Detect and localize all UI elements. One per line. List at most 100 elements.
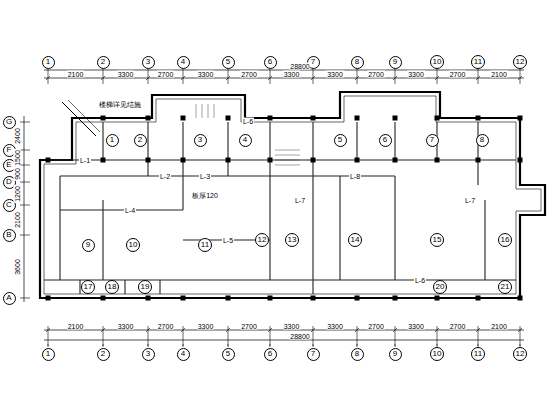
axis-bubble: 8	[351, 56, 364, 69]
note: 板厚120	[191, 192, 219, 199]
room-number: 14	[348, 233, 362, 247]
dimension: 2100	[67, 323, 85, 330]
room-number: 13	[285, 233, 299, 247]
beam-label: L-7	[294, 197, 306, 204]
bubble-text: D	[6, 178, 12, 186]
dimension: 1500	[14, 149, 21, 167]
bubble-text: 14	[351, 236, 360, 244]
dimension: 900	[14, 167, 21, 181]
bubble-text: 11	[474, 350, 482, 358]
dimension: 3300	[197, 71, 215, 78]
dimension: 2700	[157, 71, 175, 78]
bubble-text: 1	[110, 136, 114, 144]
bubble-text: 5	[338, 136, 342, 144]
dimension: 3300	[197, 323, 215, 330]
room-number: 18	[105, 280, 119, 294]
stair-treads	[196, 104, 300, 165]
room-number: 20	[433, 280, 447, 294]
dimension: 3300	[326, 323, 344, 330]
bubble-text: 9	[393, 350, 397, 358]
bubble-text: 3	[146, 350, 150, 358]
axis-bubble: 2	[97, 348, 110, 361]
room-number: 9	[82, 239, 95, 252]
bubble-text: 17	[84, 283, 93, 291]
dimension: 3300	[326, 71, 344, 78]
room-number: 5	[334, 134, 347, 147]
bubble-text: 2	[101, 350, 105, 358]
bubble-text: 9	[86, 241, 90, 249]
bubble-text: 12	[516, 350, 525, 358]
bubble-text: 1	[46, 350, 50, 358]
axis-bubble: 5	[222, 56, 235, 69]
room-number: 10	[126, 238, 140, 252]
bubble-text: 2	[138, 136, 142, 144]
room-number: 16	[498, 233, 512, 247]
bubble-text: 5	[226, 58, 230, 66]
bubble-text: 4	[181, 58, 185, 66]
beam-label: L-4	[124, 207, 136, 214]
room-number: 4	[239, 134, 252, 147]
bubble-text: 6	[268, 350, 272, 358]
dimension: 2700	[449, 323, 467, 330]
room-number: 3	[194, 134, 207, 147]
axis-bubble: A	[3, 292, 16, 305]
dimension: 3300	[117, 71, 135, 78]
axis-bubble: 3	[142, 56, 155, 69]
dimension: 3300	[407, 323, 425, 330]
bubble-text: 8	[355, 350, 359, 358]
dimension: 3600	[14, 258, 21, 276]
beam-label: L-5	[222, 237, 234, 244]
grid-ticks	[20, 68, 522, 347]
bubble-text: 13	[288, 236, 297, 244]
dimension: 3300	[283, 71, 301, 78]
axis-bubble: 11	[471, 55, 485, 69]
bubble-text: 6	[383, 136, 387, 144]
beam-label: L-2	[159, 173, 171, 180]
bubble-text: 20	[436, 283, 445, 291]
bubble-text: C	[6, 201, 12, 209]
outer-walls	[40, 92, 545, 298]
bubble-text: B	[6, 231, 11, 239]
bubble-text: 10	[129, 241, 138, 249]
dimension: 3300	[407, 71, 425, 78]
room-number: 21	[498, 280, 512, 294]
bubble-text: G	[6, 118, 12, 126]
bubble-text: 12	[258, 236, 267, 244]
axis-bubble: 1	[42, 348, 55, 361]
dimension: 2700	[367, 323, 385, 330]
bubble-text: 5	[226, 350, 230, 358]
room-number: 2	[134, 134, 147, 147]
axis-bubble: 6	[264, 56, 277, 69]
dimension: 3300	[117, 323, 135, 330]
dimension: 2700	[240, 71, 258, 78]
bubble-text: 11	[474, 58, 482, 66]
dimension: 1200	[14, 185, 21, 203]
bubble-text: 4	[181, 350, 185, 358]
axis-bubble: 4	[177, 348, 190, 361]
bubble-text: 8	[355, 58, 359, 66]
beam-label: L-8	[349, 173, 361, 180]
bubble-text: 3	[198, 136, 202, 144]
note: 楼梯详见结施	[98, 101, 142, 108]
room-number: 19	[138, 280, 152, 294]
beam-label: L-3	[199, 173, 211, 180]
bubble-text: 2	[101, 58, 105, 66]
bubble-text: 1	[46, 58, 50, 66]
bubble-text: 12	[516, 58, 525, 66]
dimension: 2700	[367, 71, 385, 78]
room-number: 1	[106, 134, 119, 147]
axis-bubble: 5	[222, 348, 235, 361]
bubble-text: 10	[433, 58, 442, 66]
dimension: 3300	[283, 323, 301, 330]
room-number: 7	[426, 134, 439, 147]
axis-bubble: 8	[351, 348, 364, 361]
beam-label: L-6	[414, 277, 426, 284]
bubble-text: 3	[146, 58, 150, 66]
dimension: 28800	[289, 63, 310, 70]
dimension: 2100	[490, 71, 508, 78]
bubble-text: 16	[501, 236, 510, 244]
dimension: 2100	[14, 211, 21, 229]
bubble-text: 15	[433, 236, 442, 244]
bubble-text: E	[6, 161, 11, 169]
bubble-text: 8	[480, 136, 484, 144]
